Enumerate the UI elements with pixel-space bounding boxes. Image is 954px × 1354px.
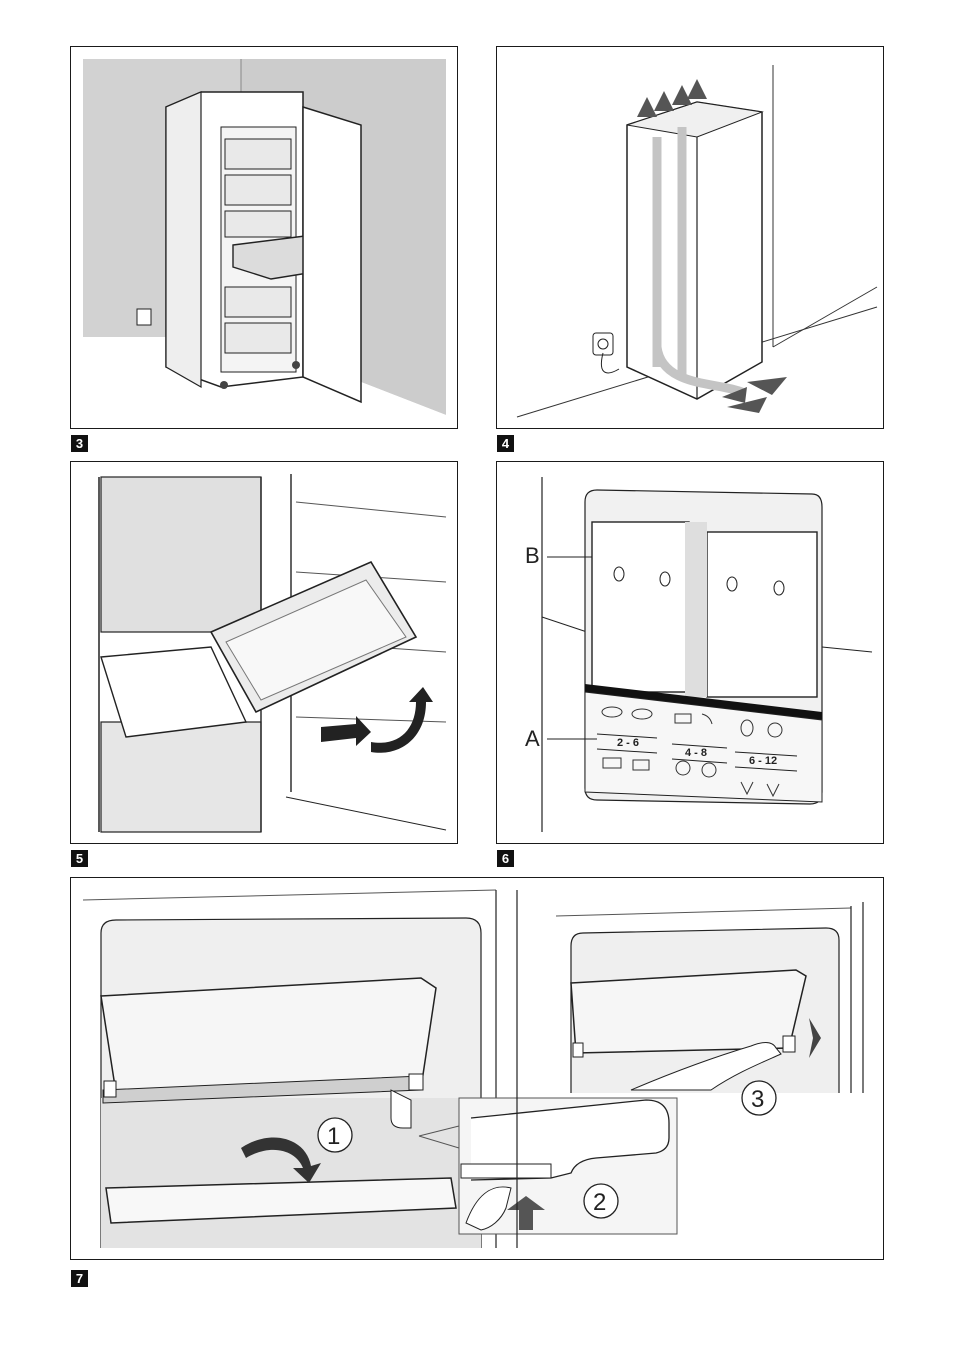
figure-number-badge: 5 (71, 850, 88, 867)
figure-number-badge: 3 (71, 435, 88, 452)
freezer-placement-illustration (71, 47, 458, 429)
figure-3-panel (70, 46, 458, 429)
cold-accumulator-left (592, 522, 689, 692)
shelf-removal-illustration: 1 2 3 (71, 878, 884, 1260)
appliance-cabinet (627, 102, 762, 399)
glass-shelf-upper (101, 978, 436, 1093)
step-number-1: 1 (327, 1123, 340, 1150)
callout-label-a: A (525, 726, 540, 751)
figure-number-badge: 4 (497, 435, 514, 452)
step-number-2: 2 (593, 1189, 606, 1216)
air-circulation-illustration (497, 47, 884, 429)
wall-socket-icon (593, 333, 613, 355)
freezer-accumulator-illustration: 2 - 6 4 - 8 6 - 12 B A (497, 462, 884, 844)
figure-4-panel (496, 46, 884, 429)
figure-number-badge: 6 (497, 850, 514, 867)
storage-months-col1: 2 - 6 (617, 737, 639, 749)
figure-number-badge: 7 (71, 1270, 88, 1287)
callout-label-b: B (525, 543, 540, 568)
wall-socket-icon (137, 309, 151, 325)
drawer-removal-illustration (71, 462, 458, 844)
storage-months-col2: 4 - 8 (685, 747, 707, 759)
glass-shelf-right (571, 970, 806, 1053)
lower-drawer (101, 722, 261, 832)
figure-6-panel: 2 - 6 4 - 8 6 - 12 B A (496, 461, 884, 844)
upper-drawer (101, 477, 261, 632)
figure-5-panel (70, 461, 458, 844)
figure-7-panel: 1 2 3 (70, 877, 884, 1260)
cold-accumulator-right (707, 532, 817, 697)
open-door (303, 107, 361, 402)
step-number-3: 3 (751, 1086, 764, 1113)
storage-months-col3: 6 - 12 (749, 755, 777, 767)
